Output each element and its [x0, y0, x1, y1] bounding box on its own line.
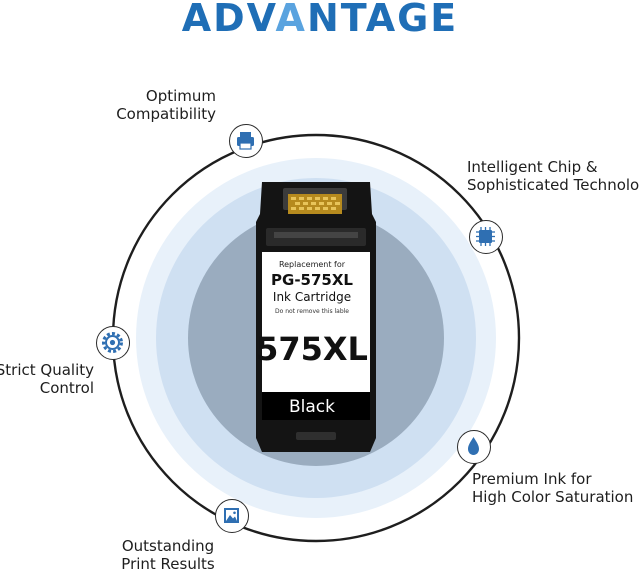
feature-line: High Color Saturation [472, 488, 634, 506]
label-big-model: 575XL [256, 330, 368, 368]
feature-line: Control [39, 379, 94, 397]
label-color: Black [289, 397, 335, 417]
feature-strict-quality-control: Strict Quality Control [0, 361, 94, 397]
chip-contacts [288, 194, 342, 214]
title-part-3: NTAGE [306, 0, 459, 40]
ink-cartridge [256, 182, 376, 452]
label-replacement: Replacement for [278, 260, 346, 269]
feature-line: Strict Quality [0, 361, 94, 379]
feature-line: Optimum [145, 87, 216, 105]
label-model: PG-575XL [271, 271, 353, 289]
feature-line: Sophisticated Technology [467, 176, 640, 194]
feature-intelligent-chip: Intelligent Chip & Sophisticated Technol… [467, 158, 640, 194]
feature-outstanding-print-results: Outstanding Print Results [112, 537, 224, 573]
feature-line: Print Results [121, 555, 215, 573]
gear-icon [96, 326, 130, 360]
feature-line: Outstanding [121, 537, 215, 555]
ink-drop-icon [457, 430, 491, 464]
feature-line: Intelligent Chip & [467, 158, 598, 176]
printer-icon [229, 124, 263, 158]
chip-icon [469, 220, 503, 254]
picture-icon [215, 499, 249, 533]
label-note: Do not remove this lable [275, 308, 349, 315]
label-type: Ink Cartridge [272, 290, 352, 304]
feature-optimum-compatibility: Optimum Compatibility [116, 87, 216, 123]
feature-line: Premium Ink for [472, 470, 592, 488]
feature-premium-ink: Premium Ink for High Color Saturation [472, 470, 633, 506]
title-accent-letter: A [275, 0, 307, 40]
title-part-1: ADV [181, 0, 276, 40]
feature-line: Compatibility [116, 105, 216, 123]
page-title: ADVANTAGE [0, 0, 640, 37]
